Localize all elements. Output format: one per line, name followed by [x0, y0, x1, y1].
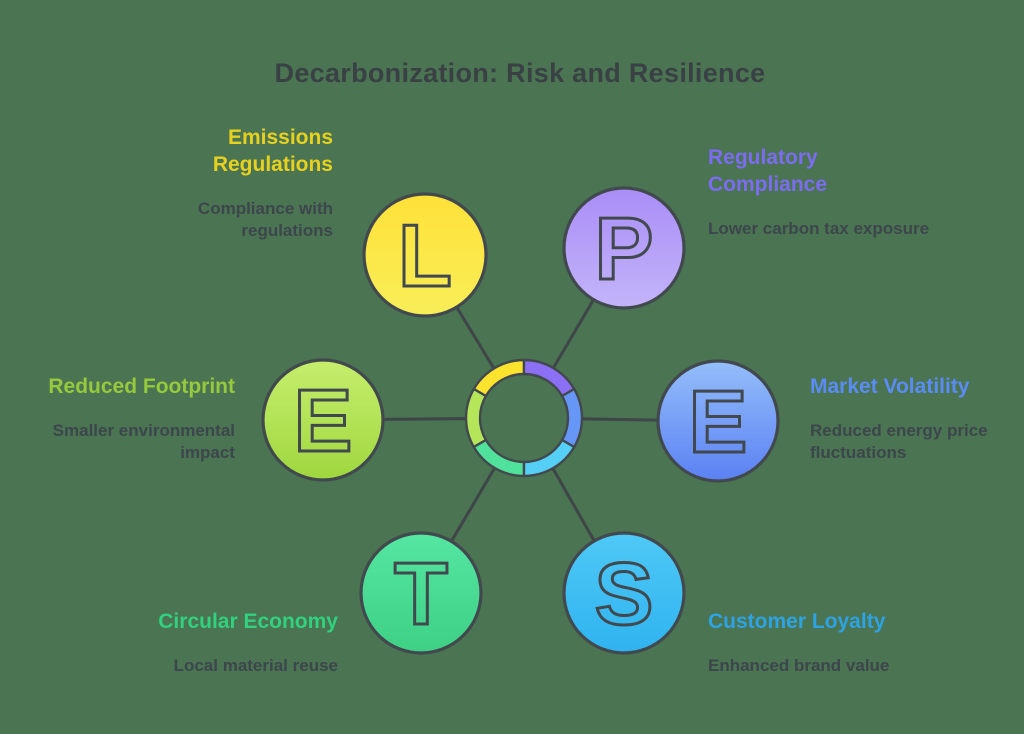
node-circle-social: [562, 531, 686, 655]
node-circle-political: [562, 186, 686, 310]
node-circle-environmental: [261, 358, 385, 482]
node-letter-technological: T: [394, 544, 448, 643]
node-title: Reduced Footprint: [48, 375, 235, 398]
node-circle-technological: [359, 531, 483, 655]
node-title: Circular Economy: [158, 610, 338, 633]
node-description: Lower carbon tax exposure: [708, 219, 930, 238]
label-block-regulatory-compliance: Regulatory Compliance Lower carbon tax e…: [708, 144, 948, 240]
node-title: Market Volatility: [810, 375, 970, 398]
ring-segment-political: [522, 358, 576, 398]
label-block-market-volatility: Market Volatility Reduced energy price f…: [810, 373, 1024, 464]
node-description: Compliance with regulations: [197, 199, 333, 240]
label-block-customer-loyalty: Customer Loyalty Enhanced brand value: [708, 608, 948, 677]
node-letter-environmental: E: [294, 371, 353, 470]
ring-segment-legal: [472, 358, 526, 398]
node-description: Enhanced brand value: [708, 656, 890, 675]
node-letter-economic: E: [689, 372, 748, 471]
node-title: Regulatory Compliance: [708, 146, 828, 196]
ring-segment-social: [522, 438, 576, 478]
node-title: Emissions Regulations: [212, 126, 333, 176]
node-description: Reduced energy price fluctuations: [810, 421, 988, 462]
node-circle-economic: [656, 359, 780, 483]
node-title: Customer Loyalty: [708, 610, 886, 633]
node-letter-social: S: [595, 544, 654, 643]
node-description: Local material reuse: [173, 656, 338, 675]
label-block-emissions-regulations: Emissions Regulations Compliance with re…: [93, 124, 333, 242]
node-letter-political: P: [595, 199, 654, 298]
node-description: Smaller environmental impact: [52, 421, 235, 462]
ring-segment-environmental: [464, 387, 488, 449]
ring-segment-economic: [560, 387, 584, 449]
ring-segment-technological: [472, 438, 526, 478]
node-letter-legal: L: [398, 206, 452, 305]
label-block-reduced-footprint: Reduced Footprint Smaller environmental …: [0, 373, 235, 464]
page-title: Decarbonization: Risk and Resilience: [274, 58, 766, 88]
label-block-circular-economy: Circular Economy Local material reuse: [98, 608, 338, 677]
node-circle-legal: [362, 192, 488, 318]
